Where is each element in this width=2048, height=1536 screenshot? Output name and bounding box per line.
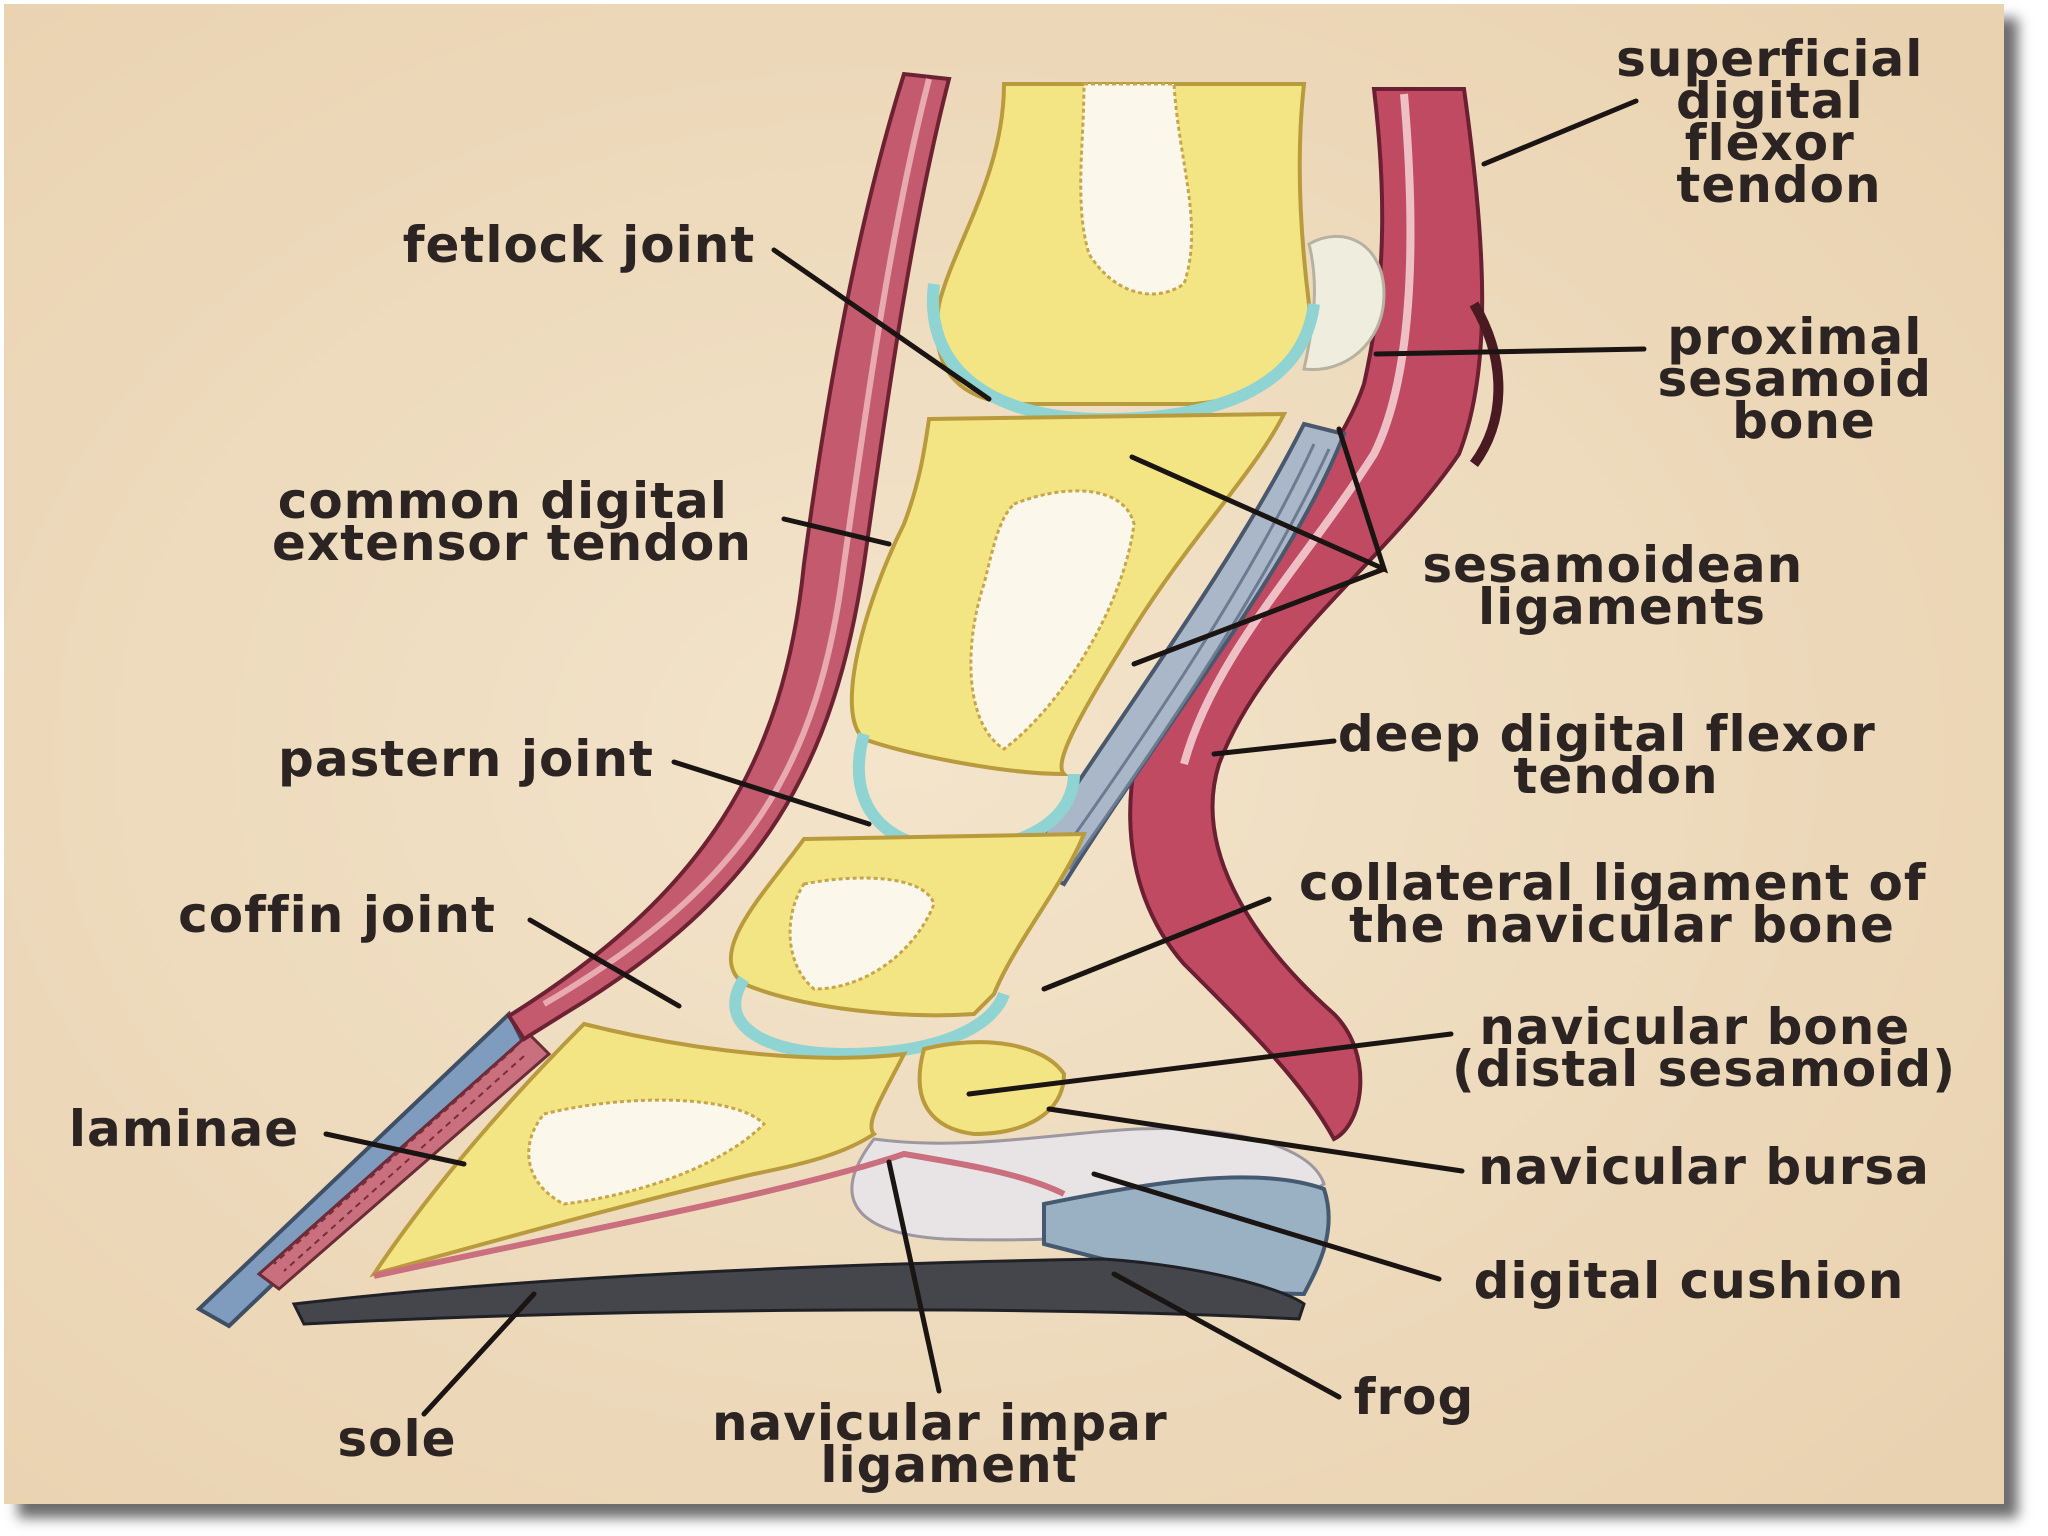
tendon-highlight (1180, 93, 1415, 766)
leader-proximal-sesamoid (1373, 346, 1647, 357)
leader-deep-flexor (1211, 738, 1337, 757)
tendon-dark-edge (1469, 301, 1504, 467)
leader-lines (323, 98, 1647, 1417)
laminae-lines (273, 1048, 525, 1272)
laminae-strip (256, 1031, 552, 1291)
leader-superficial-flexor (1481, 98, 1639, 167)
label-navicular-impar-ligament: navicular impar ligament (712, 1394, 1186, 1494)
label-sesamoidean-ligaments: sesamoidean ligaments (1422, 536, 1821, 636)
leader-navicular-bone (966, 1031, 1454, 1097)
cannon-marrow (1079, 82, 1194, 296)
sole-shape (291, 1257, 1306, 1326)
label-common-digital-extensor-tendon: common digital extensor tendon (272, 472, 752, 572)
labels: superficial digital flexor tendon fetloc… (69, 30, 1956, 1494)
long-pastern-marrow (969, 489, 1136, 751)
label-deep-digital-flexor-tendon: deep digital flexor tendon (1338, 705, 1894, 805)
label-fetlock-joint: fetlock joint (403, 216, 755, 274)
ligament-lines (1052, 443, 1331, 870)
leader-laminae (323, 1131, 467, 1167)
leader-navicular-bursa (1046, 1106, 1465, 1174)
label-digital-cushion: digital cushion (1474, 1252, 1905, 1310)
sole-corium (373, 1150, 1066, 1279)
leader-common-extensor (781, 516, 892, 547)
hoof-anatomy-diagram: superficial digital flexor tendon fetloc… (4, 4, 2004, 1504)
label-coffin-joint: coffin joint (178, 886, 496, 944)
label-laminae: laminae (69, 1100, 299, 1158)
extensor-stripe (542, 78, 932, 1007)
leader-sesamoidean-2 (1131, 566, 1387, 667)
leader-frog (1111, 1271, 1342, 1400)
navicular-bone (917, 1040, 1067, 1137)
label-navicular-bursa: navicular bursa (1478, 1138, 1930, 1196)
leader-digital-cushion (1091, 1171, 1442, 1282)
label-sole: sole (337, 1410, 456, 1468)
leader-collateral (1041, 896, 1272, 992)
leader-pastern (671, 759, 872, 827)
label-collateral-ligament: collateral ligament of the navicular bon… (1299, 854, 1945, 954)
label-frog: frog (1354, 1368, 1475, 1426)
leader-impar (886, 1159, 942, 1394)
short-pastern-marrow (788, 876, 936, 991)
label-proximal-sesamoid-bone: proximal sesamoid bone (1658, 308, 1951, 450)
label-navicular-bone: navicular bone (distal sesamoid) (1452, 998, 1956, 1098)
leader-fetlock (771, 247, 992, 402)
coffin-cartilage (729, 975, 1010, 1061)
label-pastern-joint: pastern joint (278, 730, 654, 788)
label-superficial-digital-flexor-tendon: superficial digital flexor tendon (1616, 30, 1942, 214)
coffin-marrow (527, 1098, 767, 1206)
leader-sole (421, 1291, 537, 1417)
diagram-panel: superficial digital flexor tendon fetloc… (4, 4, 2004, 1504)
leader-coffin (527, 917, 682, 1009)
